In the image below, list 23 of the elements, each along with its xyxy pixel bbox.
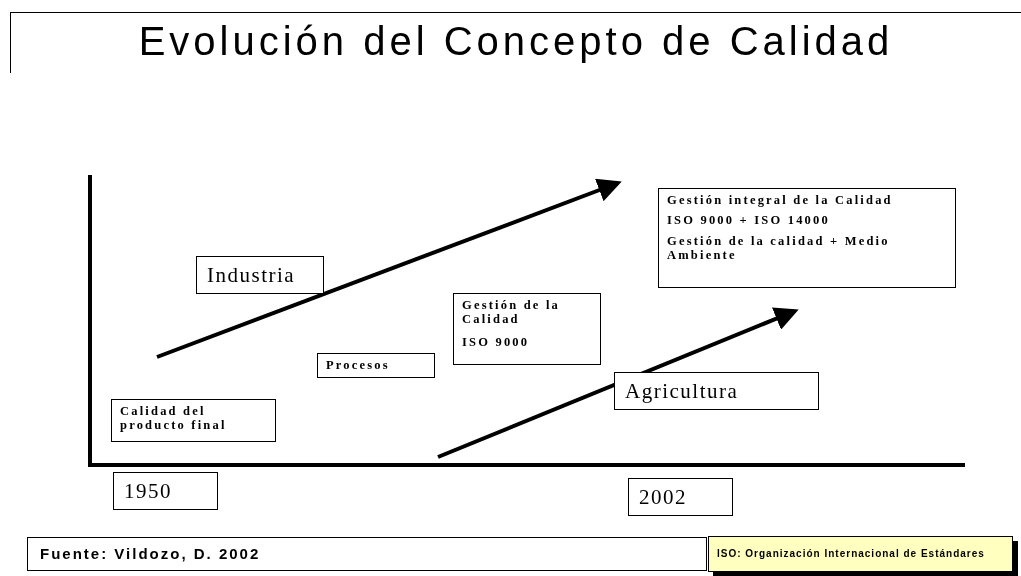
- box-text: ISO 9000 + ISO 14000: [667, 213, 831, 228]
- box-text: ISO: Organización Internacional de Estándares: [717, 548, 986, 560]
- box-text: Agricultura: [625, 378, 740, 404]
- stage-box: [317, 353, 435, 378]
- box-text: 2002: [639, 484, 688, 510]
- box-text: 1950: [124, 478, 173, 504]
- source-box: [27, 537, 707, 571]
- era-label-box: [614, 372, 819, 410]
- era-label-box: [196, 256, 324, 294]
- stage-box: [658, 188, 956, 288]
- box-text: Gestión de la calidad + Medio Ambiente: [667, 233, 891, 263]
- box-text: Fuente: Vildozo, D. 2002: [40, 545, 262, 563]
- year-box: [628, 478, 733, 516]
- year-box: [113, 472, 218, 510]
- box-text: Gestión integral de la Calidad: [667, 193, 894, 208]
- box-text: Gestión de la Calidad: [462, 298, 562, 327]
- stage-box: [453, 293, 601, 365]
- stage-box: [111, 399, 276, 442]
- box-text: Industria: [207, 262, 297, 288]
- box-text: Calidad del producto final: [120, 404, 228, 433]
- box-text: ISO 9000: [462, 334, 531, 350]
- title: Evolución del Concepto de Calidad: [138, 19, 894, 64]
- box-text: Procesos: [326, 358, 391, 373]
